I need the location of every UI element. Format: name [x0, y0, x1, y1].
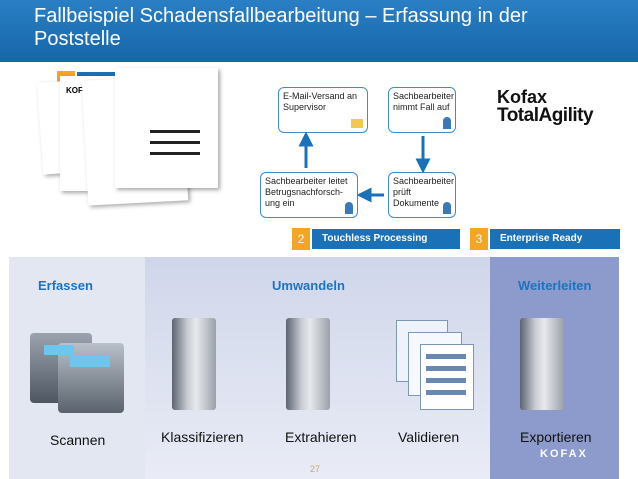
flow-box-nimmt: Sachbearbeiter nimmt Fall auf [388, 87, 456, 133]
label-validieren: Validieren [398, 429, 460, 445]
person-icon [443, 117, 451, 129]
step-2-number: 2 [292, 228, 310, 250]
label-extrahieren: Extrahieren [285, 429, 357, 445]
section-umwandeln: Umwandeln [272, 278, 345, 293]
person-icon [345, 202, 353, 214]
label-scannen: Scannen [50, 432, 106, 448]
step-3-label: Enterprise Ready [490, 229, 620, 249]
scanner-icon [30, 325, 130, 415]
step-3-number: 3 [470, 228, 488, 250]
label-klassifizieren: Klassifizieren [161, 429, 244, 445]
person-icon [443, 202, 451, 214]
step-2-label: Touchless Processing [312, 229, 460, 249]
server-icon [172, 318, 216, 410]
flow-box-leitet: Sachbearbeiter leitet Betrugsnachforsch-… [260, 172, 358, 218]
flow-email-text: E-Mail-Versand an Supervisor [283, 91, 358, 112]
section-erfassen: Erfassen [38, 278, 93, 293]
slide-title: Fallbeispiel Schadensfallbearbeitung – E… [34, 5, 528, 50]
flow-box-email: E-Mail-Versand an Supervisor [278, 87, 368, 133]
flow-leitet-text: Sachbearbeiter leitet Betrugsnachforsch-… [265, 176, 348, 208]
flow-nimmt-text: Sachbearbeiter nimmt Fall auf [393, 91, 455, 112]
kofax-doc-logo: KOFAX [66, 86, 94, 95]
server-icon [286, 318, 330, 410]
server-icon [520, 318, 564, 410]
validation-forms-icon [396, 320, 474, 410]
label-exportieren: Exportieren [520, 429, 592, 445]
kofax-footer-logo: KOFAX [540, 448, 588, 460]
document-thumbnail [115, 68, 218, 188]
page-number: 27 [310, 464, 321, 474]
flow-prueft-text: Sachbearbeiter prüft Dokumente [393, 176, 455, 208]
kofax-totalagility-logo: Kofax TotalAgility [497, 87, 594, 126]
envelope-icon [351, 119, 363, 128]
section-weiterleiten: Weiterleiten [518, 278, 592, 293]
title-bar [0, 0, 638, 62]
flow-box-prueft: Sachbearbeiter prüft Dokumente [388, 172, 456, 218]
